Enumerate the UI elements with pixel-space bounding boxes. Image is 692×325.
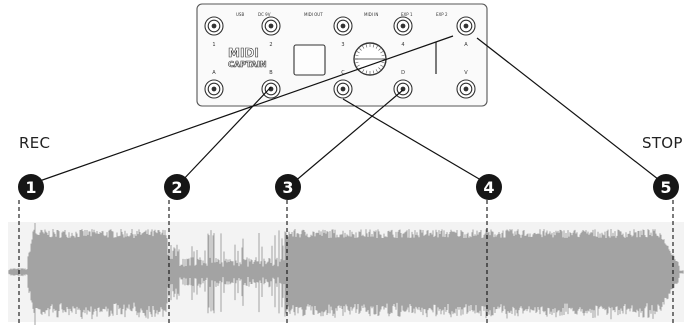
footswitch-label: V (464, 70, 468, 76)
footswitch-label: A (464, 42, 468, 48)
rec-label: REC (19, 134, 51, 152)
footswitch-label: 4 (401, 42, 404, 48)
exp1-label: EXP 1 (401, 12, 413, 17)
step-marker-1: 1 (18, 174, 44, 200)
brand-line-2: CAPTAIN (228, 60, 267, 69)
step-marker-4: 4 (476, 174, 502, 200)
footswitch-label: 3 (341, 42, 344, 48)
footswitch-bottom-1[interactable]: A (204, 70, 224, 99)
step-marker-5: 5 (653, 174, 679, 200)
footswitch-label: 1 (212, 42, 215, 48)
footswitch-top-5[interactable]: A (456, 16, 476, 48)
connector-line-1 (30, 35, 454, 185)
top-edge-labels: USB DC 9V MIDI OUT MIDI IN EXP 1 EXP 2 (236, 12, 448, 17)
step-marker-3: 3 (275, 174, 301, 200)
stop-label: STOP (642, 134, 683, 152)
footswitch-top-1[interactable]: 1 (204, 16, 224, 48)
rotary-knob-icon (353, 42, 387, 76)
connector-line-5 (476, 37, 664, 184)
step-marker-2: 2 (164, 174, 190, 200)
audio-waveform (8, 223, 684, 325)
midi-out-label: MIDI OUT (304, 12, 323, 17)
footswitch-label: A (212, 70, 216, 76)
display-screen (293, 44, 326, 76)
exp2-label: EXP 2 (436, 12, 448, 17)
footswitch-label: 2 (269, 42, 272, 48)
connector-line-4 (342, 98, 487, 184)
midi-captain-device: USB DC 9V MIDI OUT MIDI IN EXP 1 EXP 2 M… (196, 3, 488, 107)
connector-lines (30, 35, 664, 185)
footswitch-top-2[interactable]: 2 (261, 16, 281, 48)
footswitch-top-4[interactable]: 4 (393, 16, 413, 48)
footswitch-bottom-2[interactable]: B (261, 70, 281, 99)
waveform-panel (8, 222, 684, 325)
footswitch-bottom-5[interactable]: V (456, 70, 476, 99)
midi-in-label: MIDI IN (364, 12, 378, 17)
connector-line-3 (292, 89, 404, 184)
usb-label: USB (236, 12, 244, 17)
footswitch-top-3[interactable]: 3 (333, 16, 353, 48)
connector-line-2 (179, 86, 272, 184)
brand-logo: MIDI CAPTAIN (228, 46, 267, 70)
footswitch-bottom-3[interactable]: C (333, 70, 353, 99)
dc-label: DC 9V (258, 12, 271, 17)
brand-line-1: MIDI (228, 46, 259, 60)
footswitch-label: D (401, 70, 405, 76)
footswitch-label: C (341, 70, 345, 76)
footswitch-label: B (269, 70, 273, 76)
